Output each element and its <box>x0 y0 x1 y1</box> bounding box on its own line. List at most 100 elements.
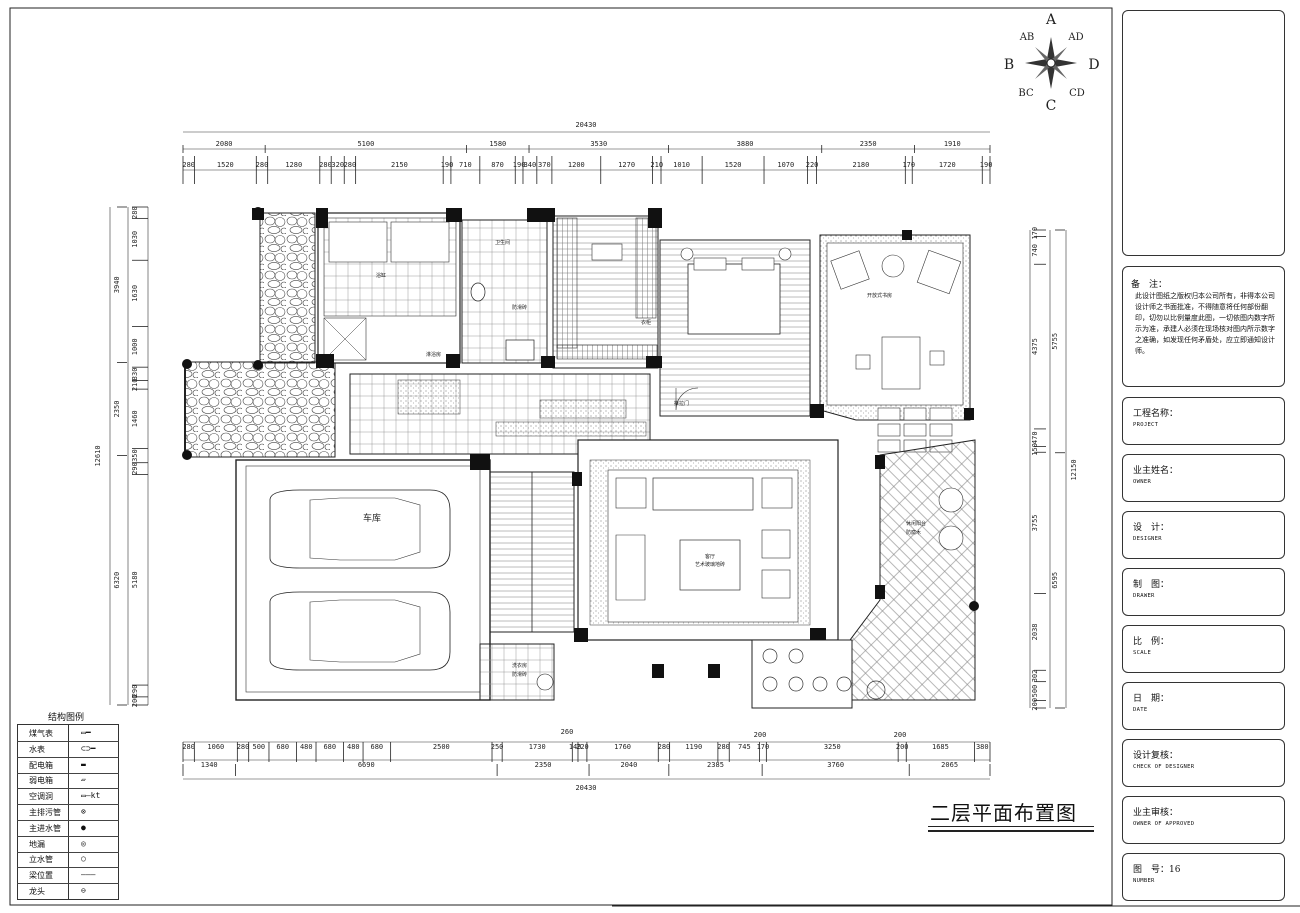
dim-value: 5100 <box>357 140 374 148</box>
car-icon-1 <box>269 489 451 569</box>
dim-bottom-extra-1: 260 <box>561 728 574 736</box>
label-tub: 浴缸 <box>376 272 386 279</box>
legend-item-name: 立水管 <box>29 855 53 865</box>
title-block-sublabel: OWNER OF APPROVED <box>1133 821 1195 827</box>
legend-symbol-icon: ▬ <box>81 759 86 769</box>
compass-label-nw: AB <box>1019 32 1035 43</box>
compass-label-sw: BC <box>1018 88 1034 99</box>
dim-value: 1720 <box>939 161 956 169</box>
title-block-sublabel: CHECK OF DESIGNER <box>1133 764 1195 770</box>
armchair-icon <box>916 249 962 295</box>
label-open-study: 开放式书房 <box>867 292 892 299</box>
label-living: 客厅 <box>705 553 715 560</box>
title-block-label: 业主审核： <box>1133 808 1179 818</box>
legend-symbol-icon: ▱ <box>81 775 86 785</box>
dim-value: 1280 <box>285 161 302 169</box>
dim-value: 710 <box>459 161 472 169</box>
dim-value: 340 <box>524 161 537 169</box>
dim-value: 190 <box>441 161 454 169</box>
dim-value: 1190 <box>685 743 702 751</box>
label-balcony-sub: 防腐木 <box>906 529 921 536</box>
dim-value: 290 <box>131 462 139 475</box>
dim-value: 140 <box>569 743 582 751</box>
dim-value: 190 <box>513 161 526 169</box>
structural-columns <box>252 208 974 678</box>
label-cabinet: 衣柜 <box>641 319 651 326</box>
legend-row: 水表 ⊂⊃━ <box>17 742 119 758</box>
dim-value: 2500 <box>433 743 450 751</box>
legend-symbol-icon: ▭—kt <box>81 791 101 801</box>
dim-value: 1730 <box>529 743 546 751</box>
legend-item-name: 配电箱 <box>29 760 53 770</box>
dim-value: 280 <box>237 743 250 751</box>
dim-value: 2150 <box>391 161 408 169</box>
legend-item-name: 水表 <box>29 744 45 754</box>
bathtub-1 <box>328 221 388 263</box>
bathtub-2 <box>390 221 450 263</box>
dim-value: 3530 <box>590 140 607 148</box>
dim-value: 280 <box>182 161 195 169</box>
legend-item-name: 主进水管 <box>29 823 61 833</box>
legend-item-name: 梁位置 <box>29 871 53 881</box>
title-block-label: 设 计： <box>1133 523 1170 533</box>
dim-value: 370 <box>538 161 551 169</box>
dim-value: 2040 <box>621 761 638 769</box>
legend-symbol-icon: ▭━ <box>81 728 91 737</box>
armchair-icon <box>830 250 870 290</box>
compass-label-n: A <box>1045 12 1057 28</box>
compass-label-e: D <box>1088 57 1099 73</box>
drawing-title: 二层平面布置图 <box>930 801 1077 825</box>
title-block-label: 业主姓名： <box>1133 466 1179 476</box>
legend-title: 结构图例 <box>48 713 85 723</box>
legend-symbol-icon: ⊂⊃━ <box>81 743 96 753</box>
dim-value: 6320 <box>113 572 121 589</box>
title-block-field: 业主审核： OWNER OF APPROVED <box>1122 796 1285 844</box>
title-block-field: 设 计：DESIGNER <box>1122 511 1285 559</box>
dim-value: 280 <box>182 743 195 751</box>
legend-symbol-icon: ◎ <box>81 838 86 848</box>
dim-value: 190 <box>980 161 993 169</box>
legend-item-name: 弱电箱 <box>29 776 53 786</box>
dim-value: 500 <box>1031 685 1039 698</box>
legend-symbol-icon: ○ <box>81 854 86 864</box>
dim-value: 745 <box>738 743 751 751</box>
title-block-sublabel: DRAWER <box>1133 593 1155 599</box>
title-block-label: 设计复核： <box>1133 751 1179 761</box>
dim-value: 1000 <box>131 338 139 355</box>
dim-value: 3760 <box>827 761 844 769</box>
legend-row: 立水管 ○ <box>17 852 119 869</box>
dim-value: 1520 <box>725 161 742 169</box>
dim-value: 680 <box>276 743 289 751</box>
dim-value: 320 <box>331 161 344 169</box>
title-underline <box>928 826 1094 827</box>
dim-value: 1010 <box>673 161 690 169</box>
legend-item-name: 主排污管 <box>29 808 61 817</box>
dim-value: 680 <box>323 743 336 751</box>
legend-item-name: 地漏 <box>29 839 45 849</box>
dim-value: 480 <box>300 743 313 751</box>
dim-value: 280 <box>131 206 139 219</box>
floor-plan: 浴缸 淋浴房 卫生间 防滑砖 衣柜 推拉门 开放式书房 <box>182 207 979 709</box>
dim-overall-bottom: 20430 <box>575 784 596 792</box>
stone-terrace-lower <box>184 361 336 458</box>
dim-value: 6690 <box>358 761 375 769</box>
title-block-field: 业主姓名：OWNER <box>1122 454 1285 502</box>
title-block-sublabel: DATE <box>1133 707 1148 713</box>
legend-row: 地漏 ◎ <box>17 837 119 853</box>
dim-value: 290 <box>131 685 139 698</box>
dim-value: 1520 <box>217 161 234 169</box>
dim-value: 2038 <box>1031 624 1039 641</box>
legend-row: 主排污管⊗ <box>17 805 119 821</box>
bed-icon <box>687 263 781 335</box>
sofa-icon <box>652 477 754 511</box>
legend-row: 空调洞▭—kt <box>17 789 119 806</box>
dim-value: 3250 <box>824 743 841 751</box>
dimension-chain-left: 12610 2801030163010003302101460350290518… <box>94 206 149 707</box>
dim-value: 2350 <box>860 140 877 148</box>
dim-value: 150 <box>1031 443 1039 456</box>
dim-value: 1910 <box>944 140 961 148</box>
notes-body: 此设计图纸之版权归本公司所有，非得本公司设计师之书面批准，不得随意将任何部份翻印… <box>1135 292 1275 355</box>
title-block-field: 日 期：DATE <box>1122 682 1285 730</box>
